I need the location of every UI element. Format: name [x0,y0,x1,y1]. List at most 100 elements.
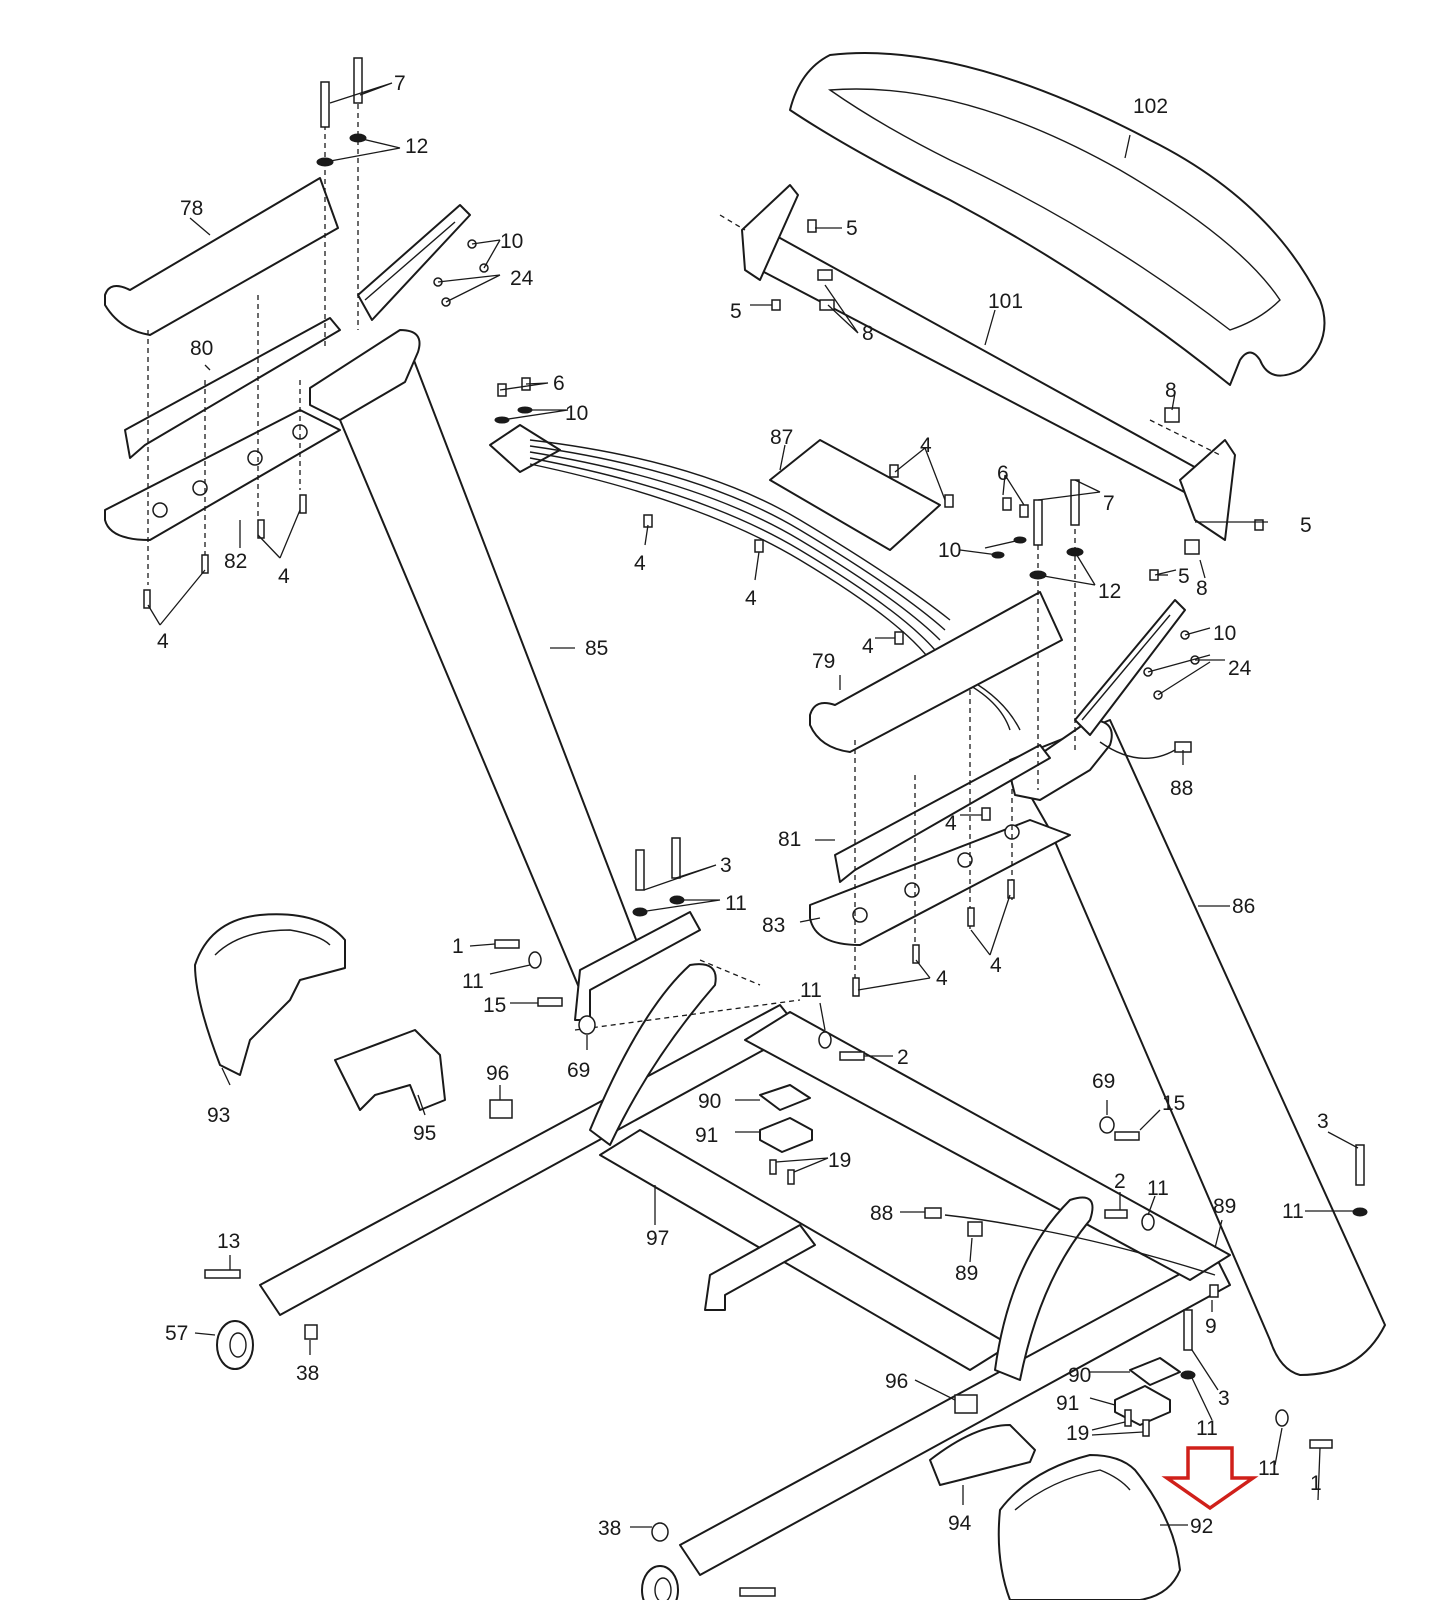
callout-label: 12 [405,135,428,158]
labels-96 [489,1099,978,1414]
wire-harness-87 [489,424,1021,731]
left-cover-93 [194,913,346,1076]
left-hand-rail [357,204,471,321]
callout-label: 69 [1092,1070,1115,1093]
right-dashed-guides [854,520,1076,990]
callout-label: 86 [1232,895,1255,918]
callout-label: 15 [1162,1092,1185,1115]
callout-label: 11 [1282,1200,1304,1223]
console-screws [771,219,1264,581]
callout-label: 38 [296,1362,319,1385]
callout-label: 8 [862,322,874,345]
callout-label: 57 [165,1322,188,1345]
callout-label: 5 [846,217,858,240]
callout-label: 69 [567,1059,590,1082]
callout-label: 89 [955,1262,978,1285]
callout-label: 96 [885,1370,908,1393]
callout-label: 88 [870,1202,893,1225]
console-crossbar-101 [719,184,1236,541]
callout-label: 4 [745,587,757,610]
callout-label: 79 [812,650,835,673]
right-cover-94 [929,1424,1036,1486]
callout-label: 87 [770,426,793,449]
callout-label: 89 [1213,1195,1236,1218]
callout-label: 5 [1300,514,1312,537]
callout-label: 95 [413,1122,436,1145]
callout-label: 81 [778,828,801,851]
callout-label: 91 [1056,1392,1079,1415]
callout-label: 6 [997,462,1009,485]
left-grip-cover-78 [104,177,339,336]
callout-label: 2 [1114,1170,1126,1193]
callout-label: 57 [590,1597,613,1600]
callout-label: 15 [483,994,506,1017]
callout-label: 85 [585,637,608,660]
callout-label: 7 [394,72,406,95]
callout-label: 83 [762,914,785,937]
callout-labels: 7 12 78 10 24 80 82 4 4 102 5 5 8 101 6 … [157,72,1329,1600]
callout-label: 4 [278,565,290,588]
callout-label: 4 [990,954,1002,977]
callout-label: 8 [1196,577,1208,600]
callout-label: 4 [936,967,948,990]
right-upright-86 [1009,719,1386,1376]
callout-label: 11 [1196,1417,1218,1440]
callout-label: 91 [695,1124,718,1147]
callout-label: 90 [698,1090,721,1113]
callout-label: 11 [800,979,822,1002]
wire-88 [924,1207,1216,1276]
callout-label: 93 [207,1104,230,1127]
callout-label: 10 [565,402,588,425]
callout-label: 11 [725,892,747,915]
callout-label: 8 [1165,379,1177,402]
callout-label: 92 [1190,1515,1213,1538]
callout-label: 5 [1178,565,1190,588]
callout-label: 90 [1068,1364,1091,1387]
callout-label: 19 [1066,1422,1089,1445]
callout-label: 10 [1213,622,1236,645]
callout-label: 11 [1258,1457,1280,1480]
callout-label: 4 [862,635,874,658]
callout-label: 101 [988,290,1023,313]
right-bracket-81 [834,744,1051,883]
callout-label: 96 [486,1062,509,1085]
callout-label: 97 [646,1227,669,1250]
callout-label: 10 [938,539,961,562]
callout-label: 4 [157,630,169,653]
callout-label: 3 [1317,1110,1329,1133]
console-cover-102 [789,52,1326,386]
down-arrow-icon [1161,1446,1259,1511]
leader-lines [147,82,1359,1528]
callout-label: 78 [180,197,203,220]
callout-label: 10 [500,230,523,253]
callout-label: 3 [720,854,732,877]
callout-label: 24 [510,267,534,290]
right-mount-83 [809,819,1071,946]
callout-label: 13 [810,1597,833,1600]
left-bracket-80 [124,317,341,459]
callout-label: 4 [945,812,957,835]
callout-label: 2 [897,1046,909,1069]
left-upright-85 [309,329,641,991]
callout-label: 1 [1310,1472,1322,1495]
wheels [204,1269,776,1600]
callout-label: 6 [553,372,565,395]
callout-label: 94 [948,1512,972,1535]
base-hardware [494,837,1368,1449]
callout-label: 1 [452,935,464,958]
callout-label: 4 [634,552,646,575]
callout-label: 38 [598,1517,621,1540]
callout-label: 82 [224,550,247,573]
callout-label: 24 [1228,657,1252,680]
callout-label: 4 [920,434,932,457]
callout-label: 102 [1133,95,1168,118]
callout-label: 5 [730,300,742,323]
right-hand-rail [1074,599,1186,736]
mount-screws-4 [852,807,1015,997]
callout-label: 12 [1098,580,1121,603]
left-cover-95 [334,1029,446,1111]
callout-label: 9 [1205,1315,1217,1338]
callout-label: 11 [1147,1177,1169,1200]
callout-label: 11 [462,970,484,993]
